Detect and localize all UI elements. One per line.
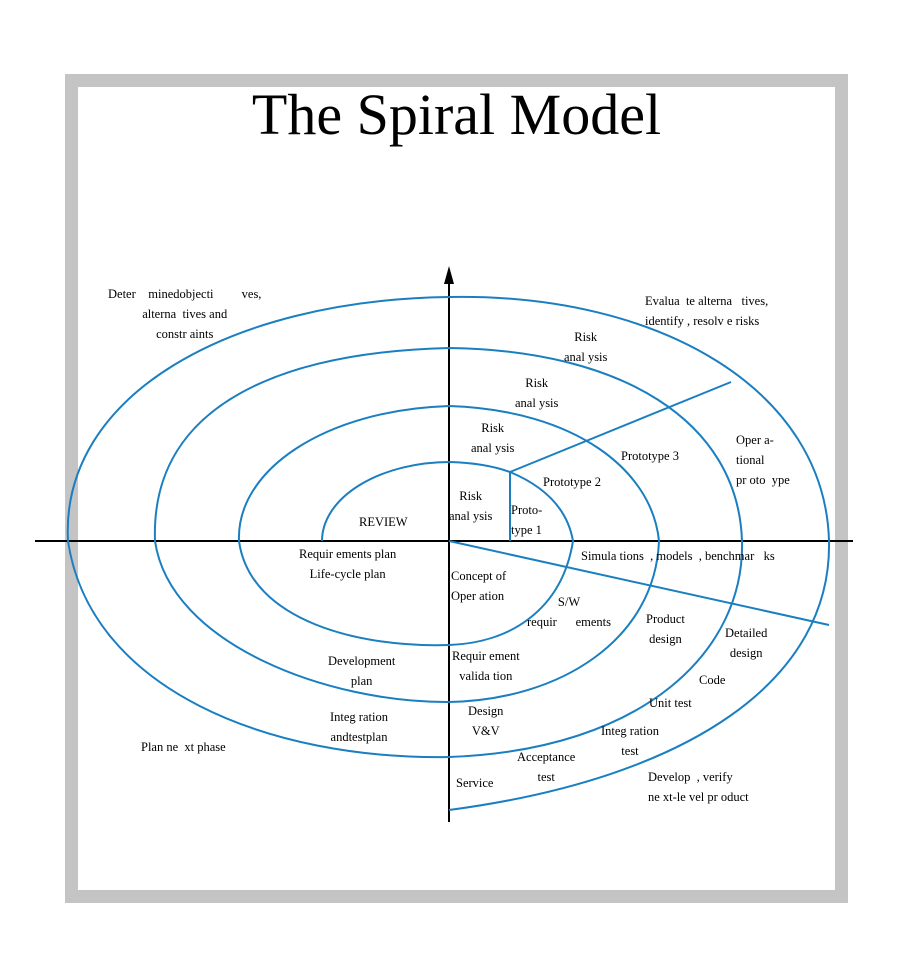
spiral-curve [66,295,831,811]
design-vv-label: Design V&V [468,704,504,738]
prototype-3-label: Prototype 3 [621,449,679,463]
integration-test-plan-label: Integ ration andtestplan [330,710,388,744]
detailed-design-label: Detailed design [725,626,768,660]
unit-test-label: Unit test [649,696,692,710]
integration-test-label: Integ ration test [601,724,659,758]
quadrant-label-evaluate-alternatives: Evalua te alterna tives, identify , reso… [645,294,769,328]
quadrant-label-plan-next-phase: Plan ne xt phase [141,740,226,754]
simulations-label: Simula tions , models , benchmar ks [581,549,775,563]
vertical-axis-arrowhead [444,266,454,284]
sw-requirements-label: S/W requir ements [527,595,612,629]
requirement-validation-label: Requir ement valida tion [452,649,520,683]
risk-analysis-label-4: Risk anal ysis [564,330,608,364]
risk-analysis-label-2: Risk anal ysis [471,421,515,455]
prototype-1-label: Proto- type 1 [511,503,543,537]
operational-prototype-label: Oper a- tional pr oto ype [736,433,790,487]
diagram-title: The Spiral Model [251,82,662,147]
risk-analysis-label-1: Risk anal ysis [449,489,493,523]
code-label: Code [699,673,726,687]
review-label: REVIEW [359,515,408,529]
concept-of-operation-label: Concept of Oper ation [451,569,507,603]
acceptance-test-label: Acceptance test [517,750,576,784]
requirements-plan-label: Requir ements plan Life-cycle plan [299,547,397,581]
quadrant-label-determine-objectives: Deter minedobjecti ves, alterna tives an… [108,287,262,341]
development-plan-label: Development plan [328,654,396,688]
development-divider [448,540,830,626]
risk-prototype-divider [509,381,732,473]
risk-analysis-label-3: Risk anal ysis [515,376,559,410]
prototype-2-label: Prototype 2 [543,475,601,489]
quadrant-label-develop-verify: Develop , verify ne xt-le vel pr oduct [648,770,749,804]
product-design-label: Product design [646,612,685,646]
service-label: Service [456,776,494,790]
